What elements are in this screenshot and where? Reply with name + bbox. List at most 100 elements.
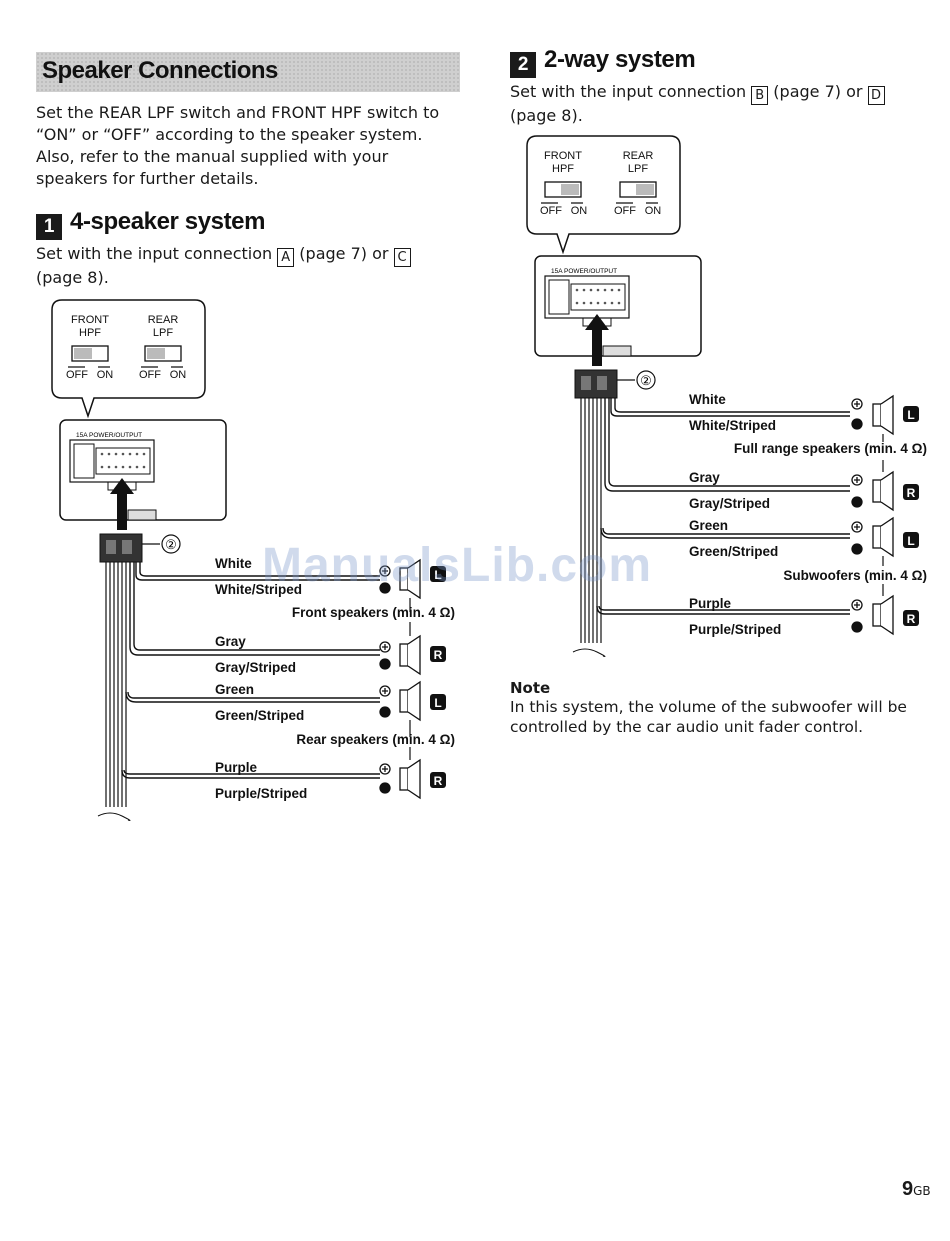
note-title: Note bbox=[510, 679, 551, 697]
side-badge bbox=[430, 566, 446, 582]
rear-label-1: REAR bbox=[623, 150, 654, 162]
wire-label-purple: Purple bbox=[215, 760, 258, 775]
wire-label-white: White bbox=[689, 392, 726, 407]
wire-label-green-striped: Green/Striped bbox=[215, 708, 304, 723]
front-hpf-switch-knob bbox=[561, 184, 579, 195]
group-label-full-range: Full range speakers (min. 4 Ω) bbox=[734, 441, 927, 456]
insert-arrow bbox=[117, 492, 127, 530]
front-label-1: FRONT bbox=[71, 314, 109, 326]
switch-callout bbox=[51, 299, 206, 419]
section2-number: 2 bbox=[510, 52, 536, 78]
section2-instruction: Set with the input connection B (page 7)… bbox=[510, 81, 930, 127]
speaker-icon bbox=[851, 516, 894, 558]
speaker-icon bbox=[379, 634, 421, 676]
front-label-2: HPF bbox=[552, 163, 574, 175]
side-label: R bbox=[907, 612, 916, 626]
group-label-front: Front speakers (min. 4 Ω) bbox=[292, 605, 455, 620]
front-hpf-switch-knob bbox=[74, 348, 92, 359]
section1-wiring-diagram: FRONT HPF REAR LPF OFF ON OFF ON 15A POW… bbox=[51, 299, 455, 821]
on-label: ON bbox=[645, 205, 662, 217]
off-label: OFF bbox=[614, 205, 636, 217]
side-badge bbox=[903, 610, 919, 626]
section1-instruction: Set with the input connection A (page 7)… bbox=[36, 243, 466, 289]
circle-number: ② bbox=[165, 537, 177, 552]
wire-label-gray: Gray bbox=[215, 634, 246, 649]
side-label: R bbox=[434, 648, 443, 662]
rear-label-2: LPF bbox=[153, 327, 173, 339]
rear-label-1: REAR bbox=[148, 314, 179, 326]
intro-line: “ON” or “OFF” according to the speaker s… bbox=[36, 125, 423, 144]
wire-label-green: Green bbox=[215, 682, 254, 697]
section2-wiring-diagram: FRONT HPF REAR LPF OFF ON OFF ON 15A POW… bbox=[526, 135, 927, 657]
on-label: ON bbox=[571, 205, 588, 217]
group-label-rear: Rear speakers (min. 4 Ω) bbox=[296, 732, 455, 747]
wire-label-white: White bbox=[215, 556, 252, 571]
rear-lpf-switch-knob bbox=[636, 184, 654, 195]
circle-number: ② bbox=[640, 373, 652, 388]
side-label: L bbox=[907, 534, 914, 548]
speaker-icon bbox=[851, 470, 894, 512]
circle-number-badge bbox=[161, 534, 181, 554]
wire-label-gray: Gray bbox=[689, 470, 720, 485]
intro-paragraph: Set the REAR LPF switch and FRONT HPF sw… bbox=[36, 102, 466, 190]
connection-box-d: D bbox=[867, 86, 885, 105]
section-header: Speaker Connections bbox=[36, 52, 460, 92]
wire-label-green: Green bbox=[689, 518, 728, 533]
note-line: In this system, the volume of the subwoo… bbox=[510, 698, 907, 716]
side-badge bbox=[903, 484, 919, 500]
wire-label-purple-striped: Purple/Striped bbox=[215, 786, 307, 801]
wire-label-white-striped: White/Striped bbox=[215, 582, 302, 597]
watermark: ManualsLib.com bbox=[262, 539, 653, 592]
instruction-text: (page 7) or bbox=[768, 82, 868, 101]
rear-lpf-switch-knob bbox=[147, 348, 165, 359]
speaker-icon bbox=[851, 594, 894, 636]
group-label-subwoofers: Subwoofers (min. 4 Ω) bbox=[783, 568, 927, 583]
note-block: Note In this system, the volume of the s… bbox=[510, 679, 930, 737]
connection-box-a: A bbox=[277, 248, 295, 267]
off-label: OFF bbox=[66, 369, 88, 381]
side-badge bbox=[903, 406, 919, 422]
connector-label: 15A POWER/OUTPUT bbox=[76, 432, 142, 439]
intro-line: Set the REAR LPF switch and FRONT HPF sw… bbox=[36, 103, 440, 122]
page-title: Speaker Connections bbox=[42, 57, 278, 84]
on-label: ON bbox=[97, 369, 114, 381]
power-output-connector bbox=[544, 275, 630, 319]
side-label: L bbox=[434, 696, 441, 710]
side-label: L bbox=[907, 408, 914, 422]
connector-label: 15A POWER/OUTPUT bbox=[551, 268, 617, 275]
instruction-text: (page 8). bbox=[36, 268, 109, 287]
side-label: L bbox=[434, 568, 441, 582]
speaker-icon bbox=[851, 394, 894, 436]
wire-label-purple: Purple bbox=[689, 596, 732, 611]
page-number-suffix: GB bbox=[913, 1184, 931, 1198]
off-label: OFF bbox=[540, 205, 562, 217]
circle-number-badge bbox=[636, 370, 656, 390]
note-line: controlled by the car audio unit fader c… bbox=[510, 718, 864, 736]
rear-label-2: LPF bbox=[628, 163, 648, 175]
side-label: R bbox=[434, 774, 443, 788]
side-badge bbox=[430, 772, 446, 788]
section2-title: 2-way system bbox=[544, 46, 696, 73]
on-label: ON bbox=[170, 369, 187, 381]
front-label-1: FRONT bbox=[544, 150, 582, 162]
side-label: R bbox=[907, 486, 916, 500]
section1-title: 4-speaker system bbox=[70, 208, 266, 235]
speaker-icon bbox=[379, 758, 421, 800]
wire-label-gray-striped: Gray/Striped bbox=[689, 496, 770, 511]
wire-label-gray-striped: Gray/Striped bbox=[215, 660, 296, 675]
instruction-text: (page 7) or bbox=[294, 244, 394, 263]
wire-label-purple-striped: Purple/Striped bbox=[689, 622, 781, 637]
instruction-text: Set with the input connection bbox=[36, 244, 278, 263]
connection-box-b: B bbox=[751, 86, 769, 105]
side-badge bbox=[903, 532, 919, 548]
intro-line: Also, refer to the manual supplied with … bbox=[36, 147, 389, 166]
page-number: 9GB bbox=[902, 1178, 931, 1201]
note-text: In this system, the volume of the subwoo… bbox=[510, 697, 930, 737]
speaker-icon bbox=[379, 558, 421, 600]
page-number-value: 9 bbox=[902, 1178, 914, 1200]
power-output-connector bbox=[69, 439, 155, 483]
side-badge bbox=[430, 646, 446, 662]
wire-label-green-striped: Green/Striped bbox=[689, 544, 778, 559]
instruction-text: (page 8). bbox=[510, 106, 583, 125]
